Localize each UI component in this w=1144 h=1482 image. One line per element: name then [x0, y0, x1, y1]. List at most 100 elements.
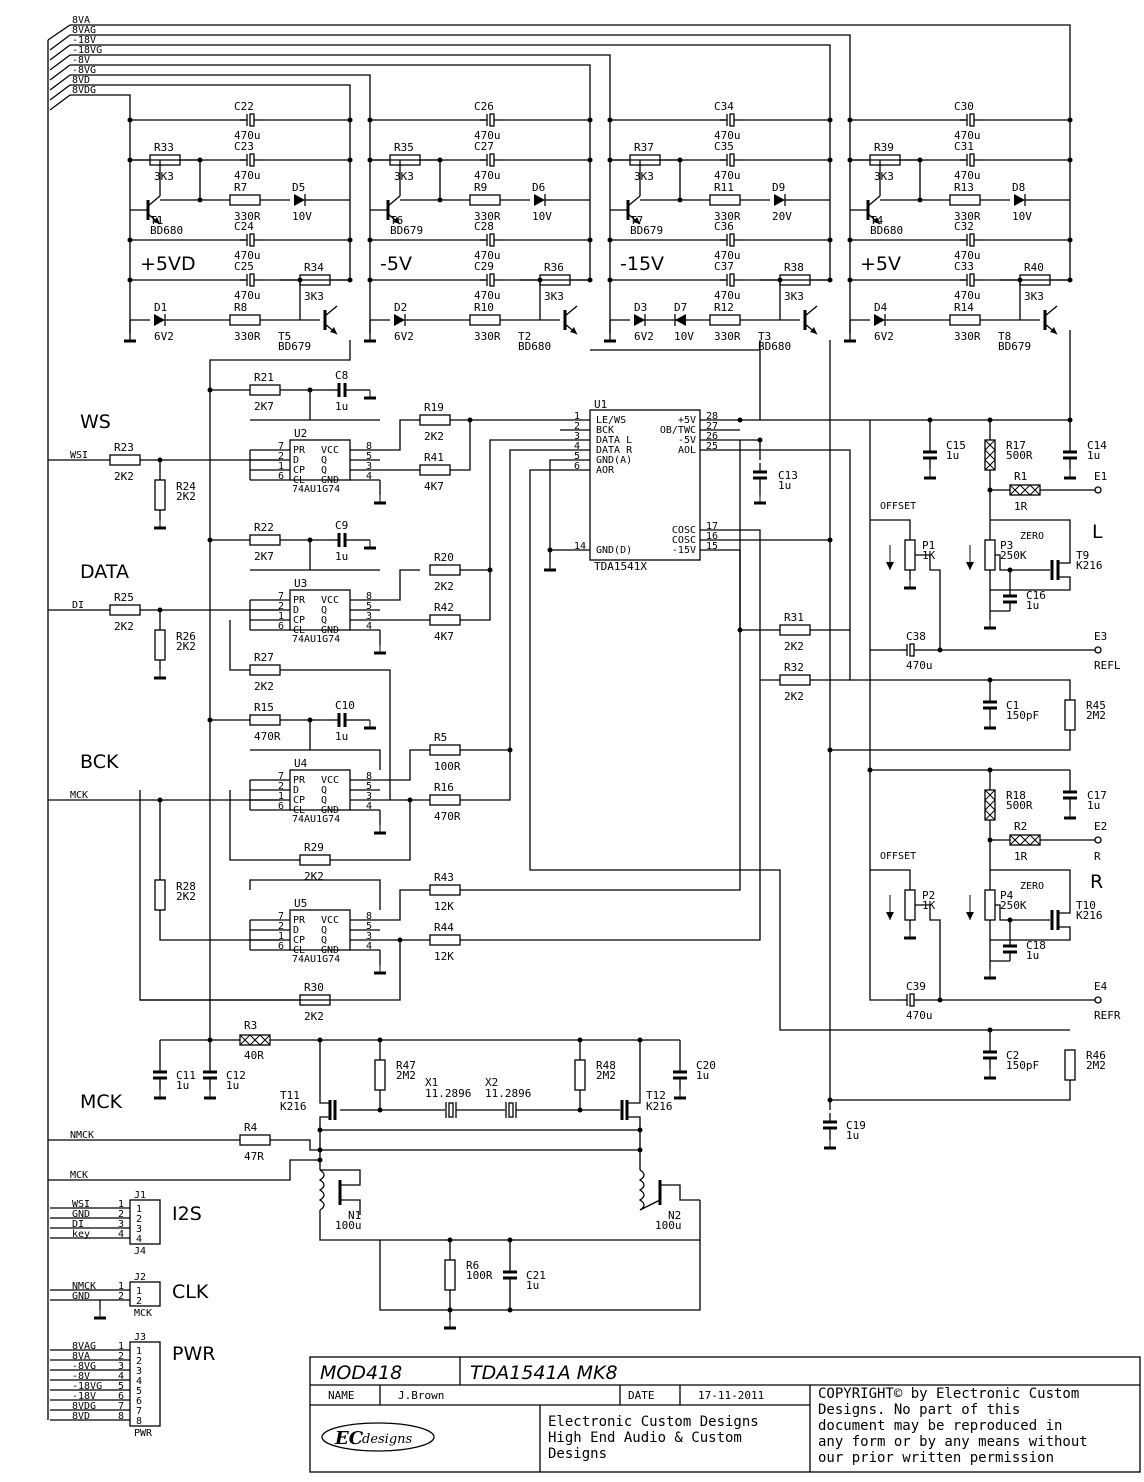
pin-number: 7 [278, 441, 284, 452]
r25-value: 2K2 [114, 620, 134, 633]
pin-name: VCC [321, 445, 339, 456]
clock-oscillator: R3 40R C11 1u C12 1u R47 2M2 R48 2M2 C20… [48, 1019, 716, 1330]
pin-number: 8 [366, 771, 372, 782]
input-wiring: WSI R23 2K2 R24 2K2 R21 2K7 C8 1u R19 2K… [48, 340, 761, 1040]
cap-value: 470u [714, 169, 741, 182]
cap-value: 470u [954, 289, 981, 302]
rail-label: 8VDG [72, 85, 96, 96]
r5-label: R5 [434, 731, 447, 744]
bck-section-label: BCK [80, 751, 119, 773]
pin-number: 25 [706, 441, 718, 452]
pin-number: 6 [118, 1391, 124, 1402]
title-block: MOD418 TDA1541A MK8 NAME J.Brown DATE 17… [309, 1356, 1141, 1473]
r18-label: R18 [1006, 789, 1026, 802]
pin-number: 2 [278, 921, 284, 932]
r28-label: R28 [176, 880, 196, 893]
r16-label: R16 [434, 781, 454, 794]
t11-label: T11 [280, 1089, 300, 1102]
pin-number: 5 [366, 451, 372, 462]
pin-number: 28 [706, 411, 718, 422]
r21-value: 2K7 [254, 400, 274, 413]
c20-value: 1u [696, 1069, 709, 1082]
pin-name: +5V [678, 415, 696, 426]
res-label: R34 [304, 261, 324, 274]
pin-number: 2 [278, 451, 284, 462]
diode-label: D6 [532, 181, 545, 194]
chip-part: 74AU1G74 [292, 814, 340, 825]
r29-label: R29 [304, 841, 324, 854]
rail-voltage-label: +5V [860, 253, 901, 275]
rail-label: -8V [72, 55, 90, 66]
r46-label: R46 [1086, 1049, 1106, 1062]
pin-number: 3 [136, 1366, 142, 1377]
diode-value: 20V [772, 210, 792, 223]
rail-label: 8VD [72, 75, 90, 86]
pin-number: 1 [278, 791, 284, 802]
pin-name: CP [293, 615, 305, 626]
trans-label: T1 [150, 214, 163, 227]
r44-value: 12K [434, 950, 454, 963]
res-value: 330R [234, 330, 261, 343]
res-label: R33 [154, 141, 174, 154]
p3-label: P3 [1000, 539, 1013, 552]
pin-number: 4 [366, 471, 372, 482]
t10-value: K216 [1076, 909, 1103, 922]
pin-name: GND(A) [596, 455, 632, 466]
c13-value: 1u [778, 479, 791, 492]
pin-name: -18VG [72, 1381, 102, 1392]
trans-value: BD679 [630, 224, 663, 237]
res-value: 330R [234, 210, 261, 223]
refl-label: REFL [1094, 659, 1121, 672]
net-label: WSI [70, 450, 88, 461]
p3-value: 250K [1000, 549, 1027, 562]
r45-label: R45 [1086, 699, 1106, 712]
pin-name: GND [321, 475, 339, 486]
c9-label: C9 [335, 519, 348, 532]
connector-ref: J4 [134, 1246, 146, 1257]
pin-name: PR [293, 915, 306, 926]
pin-number: 3 [118, 1219, 124, 1230]
c14-label: C14 [1087, 439, 1107, 452]
chip-label: U3 [294, 577, 307, 590]
pin-number: 4 [366, 941, 372, 952]
res-label: R10 [474, 301, 494, 314]
r21-label: R21 [254, 371, 274, 384]
pin-number: 5 [366, 781, 372, 792]
trans-value: BD680 [758, 340, 791, 353]
c2-value: 150pF [1006, 1059, 1039, 1072]
r15-value: 470R [254, 730, 281, 743]
pin-number: 1 [136, 1204, 142, 1215]
r47-value: 2M2 [396, 1069, 416, 1082]
r17-value: 500R [1006, 449, 1033, 462]
res-value: 330R [474, 330, 501, 343]
r27-value: 2K2 [254, 680, 274, 693]
pin-name: GND [72, 1291, 90, 1302]
r47-label: R47 [396, 1059, 416, 1072]
c39-label: C39 [906, 980, 926, 993]
pin-name: AOL [678, 445, 696, 456]
regulator-3: C30470uC31470uC32470uC33470uR393K3T4BD68… [842, 100, 1073, 353]
c12-label: C12 [226, 1069, 246, 1082]
pin-number: 4 [574, 441, 580, 452]
c15-value: 1u [946, 449, 959, 462]
r28-value: 2K2 [176, 890, 196, 903]
power-rails: 8VA 8VAG -18V -18VG -8V -8VG 8VD 8VDG [47, 15, 1071, 1420]
company-line: Designs [548, 1446, 607, 1462]
r3-label: R3 [244, 1019, 257, 1032]
r27-label: R27 [254, 651, 274, 664]
pin-number: 1 [278, 611, 284, 622]
pin-number: 1 [118, 1341, 124, 1352]
cap-label: C27 [474, 140, 494, 153]
trans-value: BD680 [518, 340, 551, 353]
module-id: MOD418 [320, 1362, 402, 1384]
r2-value: 1R [1014, 850, 1028, 863]
cap-value: 470u [474, 289, 501, 302]
pin-name: GND(D) [596, 545, 632, 556]
pin-name: D [293, 925, 299, 936]
offset-label-2: OFFSET [880, 851, 916, 862]
res-value: 330R [714, 330, 741, 343]
